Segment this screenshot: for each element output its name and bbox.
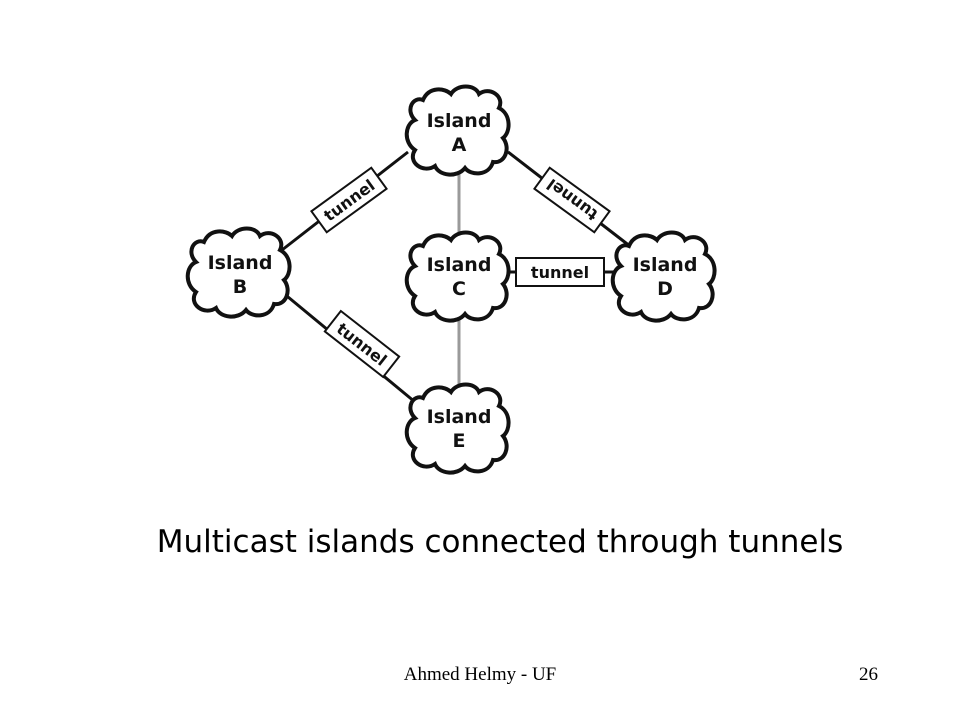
island-label: Island	[208, 252, 273, 274]
island-id: C	[452, 278, 466, 300]
island-d: Island D	[610, 230, 717, 323]
island-label: Island	[633, 254, 698, 276]
island-label: Island	[427, 110, 492, 132]
island-id: A	[452, 134, 467, 156]
island-e: Island E	[404, 382, 511, 475]
island-id: E	[453, 430, 466, 452]
island-label: Island	[427, 406, 492, 428]
island-b: Island B	[185, 226, 292, 319]
island-a: Island A	[404, 84, 511, 177]
island-c: Island C	[404, 230, 511, 323]
tunnel-a-d: tunnel	[533, 166, 611, 234]
tunnel-a-b: tunnel	[310, 166, 388, 234]
page-number: 26	[859, 664, 878, 685]
diagram-caption: Multicast islands connected through tunn…	[156, 524, 844, 560]
tunnel-b-e: tunnel	[323, 309, 401, 379]
footer-author: Ahmed Helmy - UF	[403, 664, 557, 685]
island-label: Island	[427, 254, 492, 276]
island-id: B	[233, 276, 247, 298]
island-id: D	[657, 278, 673, 300]
multicast-islands-diagram: tunnel tunnel tunnel tunnel Island A Isl…	[185, 84, 717, 475]
tunnel-label: tunnel	[531, 263, 589, 282]
tunnel-c-d: tunnel	[515, 257, 605, 287]
